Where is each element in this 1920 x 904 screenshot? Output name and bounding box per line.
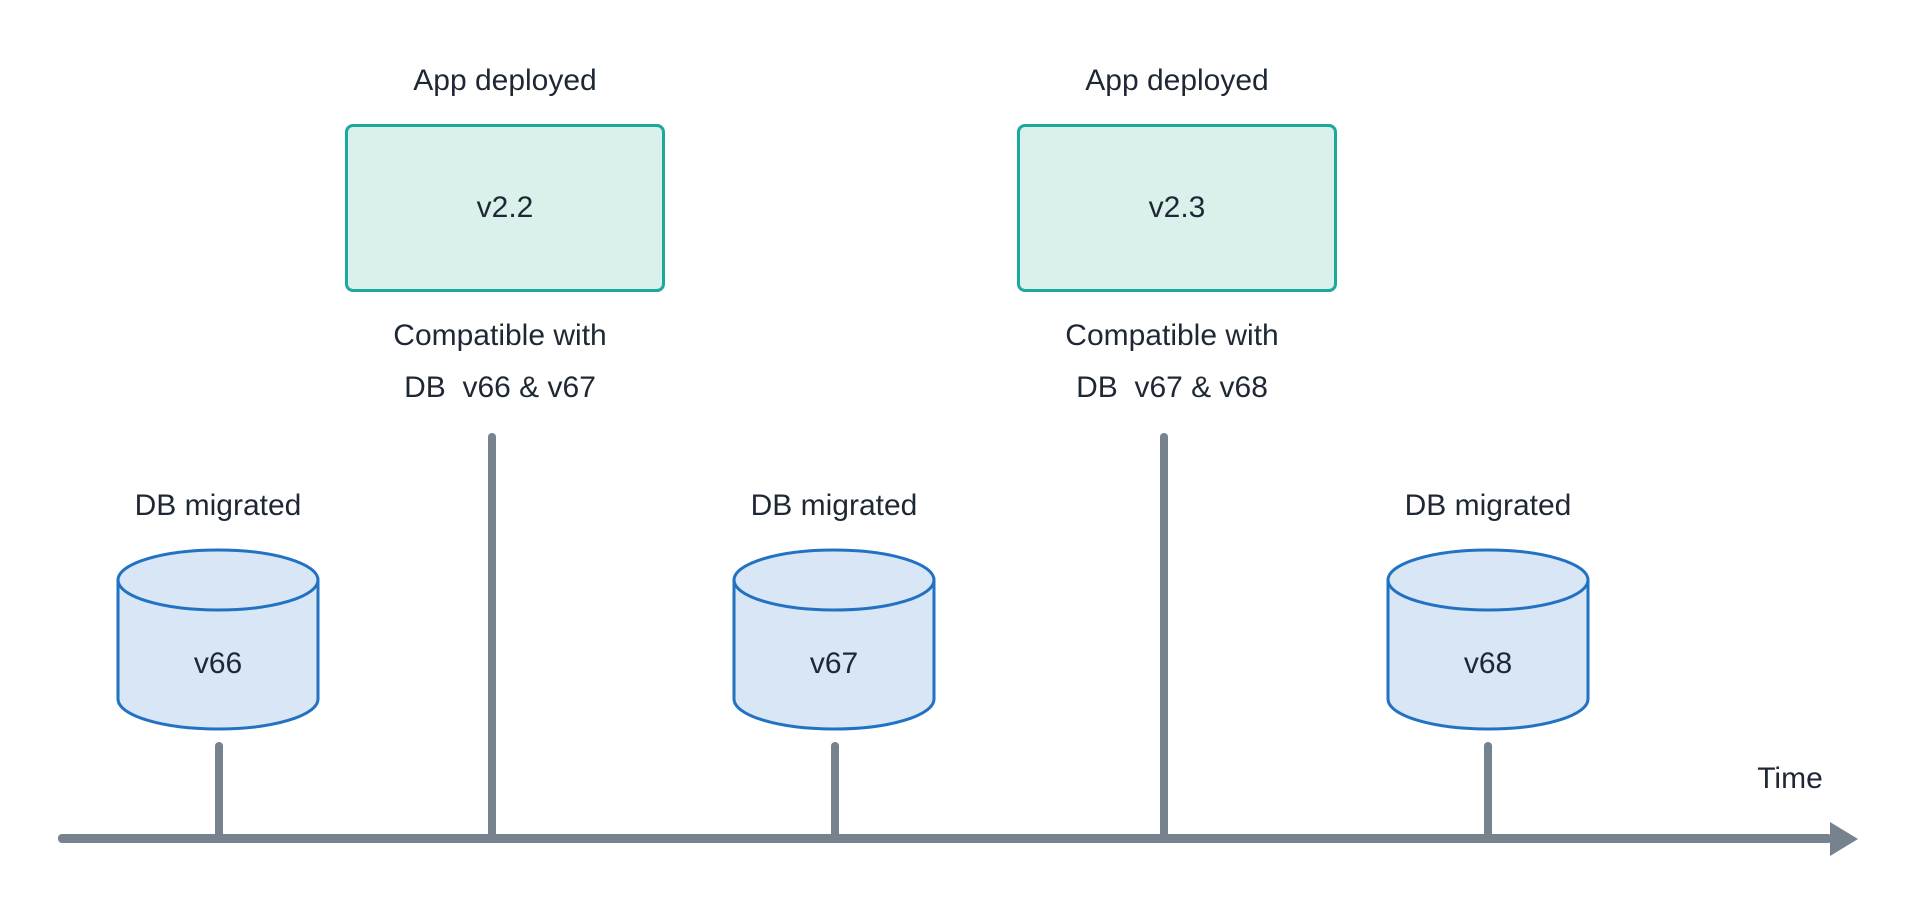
database-cylinder-1	[116, 548, 320, 731]
app-event-connector-2	[1160, 433, 1168, 843]
compatibility-note-2: Compatible with DB v67 & v68	[992, 310, 1352, 414]
app-event-connector-1	[488, 433, 496, 843]
cylinder-top-3	[1386, 548, 1590, 612]
cylinder-top-1	[116, 548, 320, 612]
db-event-connector-3	[1484, 742, 1492, 840]
cylinder-body-3	[1386, 580, 1590, 731]
app-version-box-2: v2.3	[1017, 124, 1337, 292]
compatibility-note-1: Compatible with DB v66 & v67	[320, 310, 680, 414]
app-version-text-2: v2.3	[1148, 191, 1206, 224]
db-migrated-label-3: DB migrated	[1404, 489, 1572, 522]
compatibility-note-1-line1: Compatible with	[393, 319, 607, 352]
db-migrated-label-2: DB migrated	[750, 489, 918, 522]
cylinder-body-2	[732, 580, 936, 731]
db-event-connector-2	[831, 742, 839, 840]
database-cylinder-2	[732, 548, 936, 731]
app-deployed-label-2: App deployed	[1085, 64, 1269, 97]
app-version-box-1: v2.2	[345, 124, 665, 292]
database-cylinder-3	[1386, 548, 1590, 731]
compatibility-note-2-line1: Compatible with	[1065, 319, 1279, 352]
db-version-text-3: v68	[1463, 647, 1513, 680]
db-migrated-label-1: DB migrated	[134, 489, 302, 522]
app-version-text-1: v2.2	[476, 191, 534, 224]
db-version-text-1: v66	[193, 647, 243, 680]
db-version-text-2: v67	[809, 647, 859, 680]
time-axis-line	[58, 834, 1832, 843]
time-axis-label: Time	[1757, 762, 1823, 795]
app-deployed-label-1: App deployed	[413, 64, 597, 97]
compatibility-note-1-line2: DB v66 & v67	[404, 371, 596, 404]
db-event-connector-1	[215, 742, 223, 840]
time-axis-arrowhead-icon	[1830, 822, 1858, 856]
compatibility-note-2-line2: DB v67 & v68	[1076, 371, 1268, 404]
cylinder-body-1	[116, 580, 320, 731]
cylinder-top-2	[732, 548, 936, 612]
